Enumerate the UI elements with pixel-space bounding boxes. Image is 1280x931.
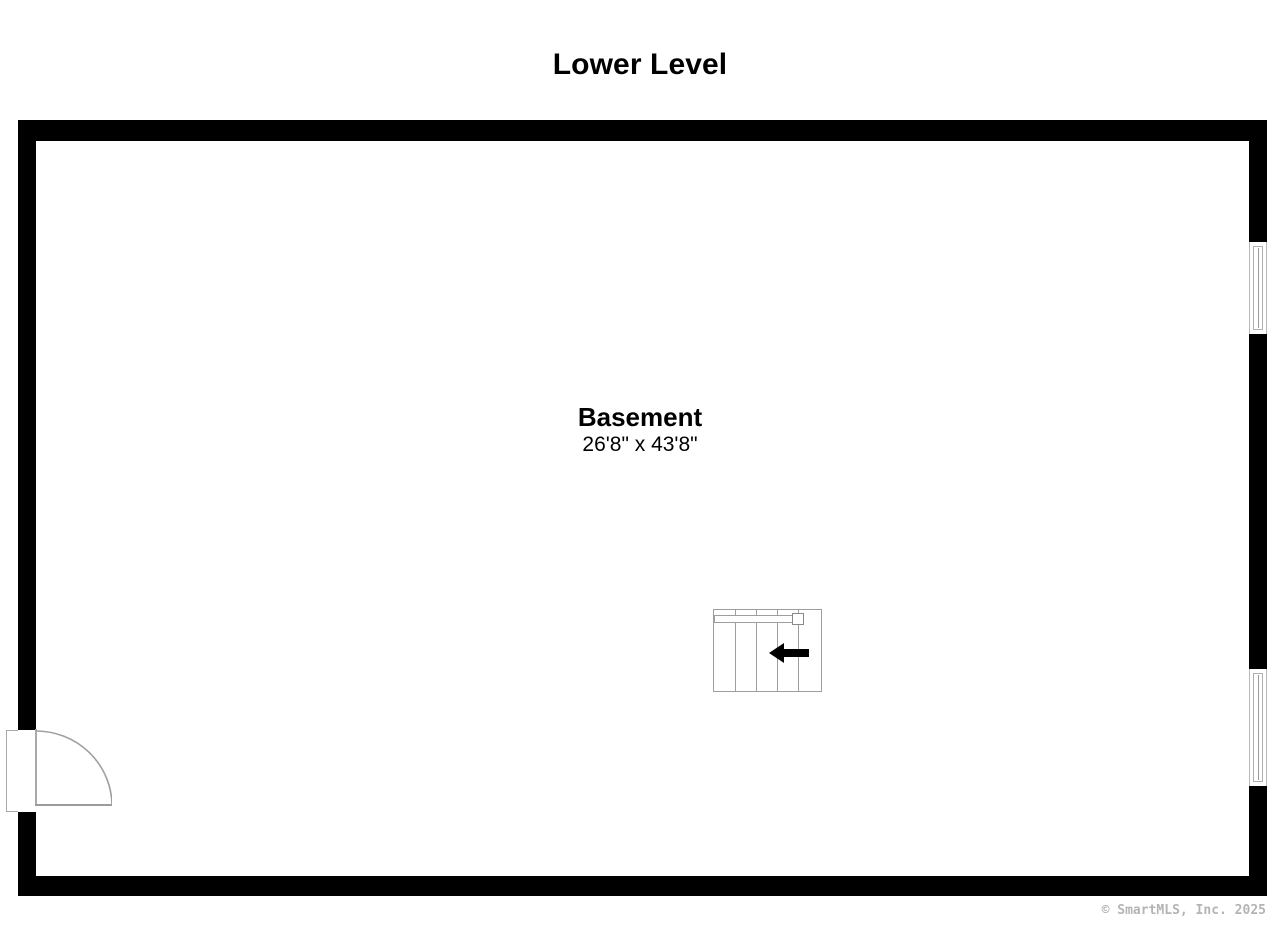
stair-tread-line xyxy=(735,610,736,691)
window-upper-right xyxy=(1249,242,1267,334)
window-glazing-bar-icon xyxy=(1257,675,1259,780)
door-hinge-line-icon xyxy=(35,729,37,806)
building-outline: Basement 26'8" x 43'8" xyxy=(6,120,1267,896)
window-lower-right xyxy=(1249,669,1267,786)
room-dimensions: 26'8" x 43'8" xyxy=(582,433,698,456)
page-title: Lower Level xyxy=(552,48,728,81)
room-name: Basement xyxy=(577,402,703,432)
stair-newel-post-icon xyxy=(792,613,804,625)
wall-right-middle xyxy=(1249,334,1267,669)
door-opening xyxy=(18,730,36,812)
entry-door xyxy=(6,724,112,820)
door-leaf-icon xyxy=(35,804,112,806)
stair-tread-line xyxy=(756,610,757,691)
wall-left-lower xyxy=(18,812,36,896)
room-label-basement: Basement 26'8" x 43'8" xyxy=(490,402,790,458)
wall-right-upper xyxy=(1249,120,1267,242)
stair-direction-arrow-icon xyxy=(769,642,809,664)
stair-handrail-icon xyxy=(714,615,798,623)
window-glazing-bar-icon xyxy=(1257,248,1259,328)
staircase xyxy=(713,609,822,692)
wall-bottom xyxy=(18,876,1267,896)
wall-top xyxy=(18,120,1267,141)
wall-right-lower xyxy=(1249,786,1267,896)
wall-left-upper xyxy=(18,120,36,730)
copyright-notice: © SmartMLS, Inc. 2025 xyxy=(1101,903,1266,918)
door-swing-arc-icon xyxy=(35,730,112,806)
